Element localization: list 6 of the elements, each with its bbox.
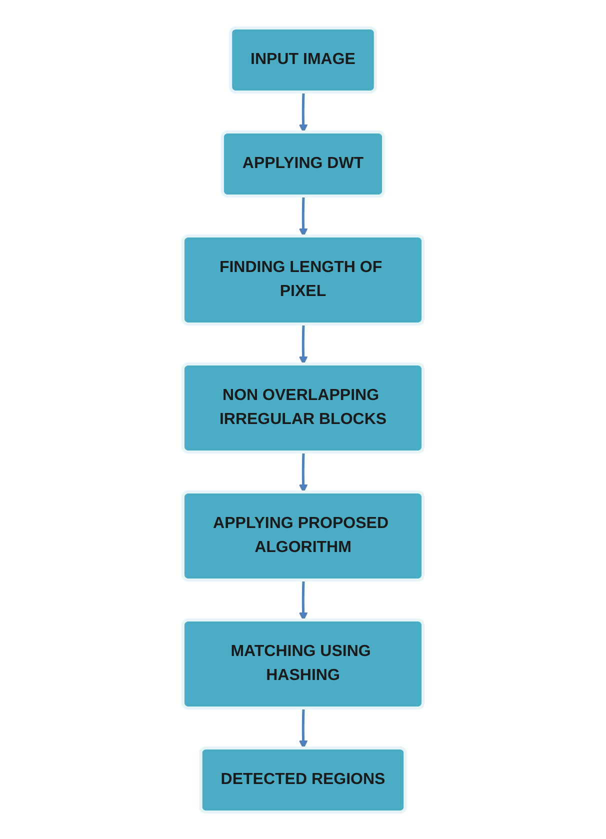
arrow: [298, 580, 308, 620]
arrow: [298, 708, 308, 748]
arrow: [298, 196, 308, 236]
arrow: [298, 452, 308, 492]
arrow: [298, 324, 308, 364]
arrow: [298, 92, 308, 132]
